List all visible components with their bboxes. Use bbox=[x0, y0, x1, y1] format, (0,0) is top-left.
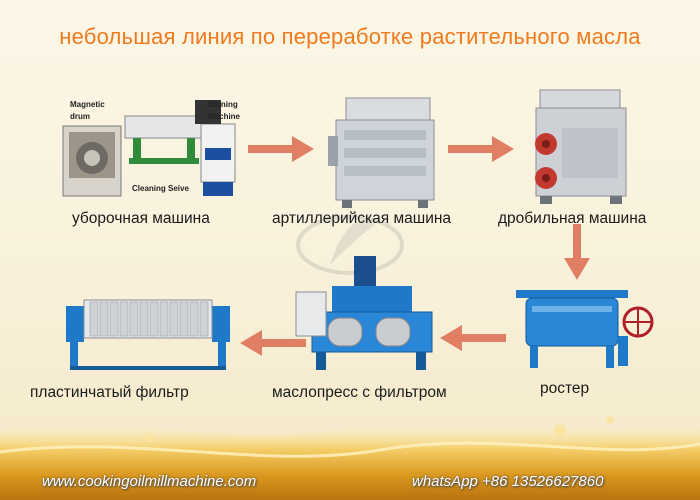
cleaning-machine-image bbox=[62, 100, 236, 197]
watermark-logo-icon bbox=[296, 215, 404, 275]
step-label-plate-filter: пластинчатый фильтр bbox=[30, 384, 189, 401]
oil-press-image bbox=[295, 256, 433, 370]
crushing-machine-image bbox=[535, 89, 627, 204]
roaster-image bbox=[516, 290, 654, 368]
arrow-down-icon bbox=[564, 224, 590, 280]
plate-filter-image bbox=[66, 299, 230, 370]
step-label-cleaning: уборочная машина bbox=[72, 210, 210, 227]
oil-wave-decoration bbox=[0, 416, 700, 500]
artillery-machine-image bbox=[328, 97, 435, 208]
website-text[interactable]: www.cookingoilmillmachine.com bbox=[42, 473, 257, 490]
diagram-title: небольшая линия по переработке раститель… bbox=[59, 24, 641, 49]
machine-label: Machine bbox=[208, 112, 241, 121]
arrow-left-icon bbox=[240, 330, 306, 356]
stoning-label: Stoning bbox=[208, 100, 238, 109]
step-label-roaster: ростер bbox=[540, 380, 590, 397]
cleaning-seive-label: Cleaning Seive bbox=[132, 184, 189, 193]
arrow-left-icon bbox=[440, 325, 506, 351]
arrow-right-icon bbox=[248, 136, 314, 162]
step-label-oil-press: маслопресс с фильтром bbox=[272, 384, 447, 401]
step-label-artillery: артиллерийская машина bbox=[272, 210, 452, 227]
step-label-crushing: дробильная машина bbox=[498, 210, 647, 227]
arrow-right-icon bbox=[448, 136, 514, 162]
drum-label: drum bbox=[70, 112, 90, 121]
whatsapp-text: whatsApp +86 13526627860 bbox=[412, 473, 604, 490]
magnetic-label: Magnetic bbox=[70, 100, 105, 109]
